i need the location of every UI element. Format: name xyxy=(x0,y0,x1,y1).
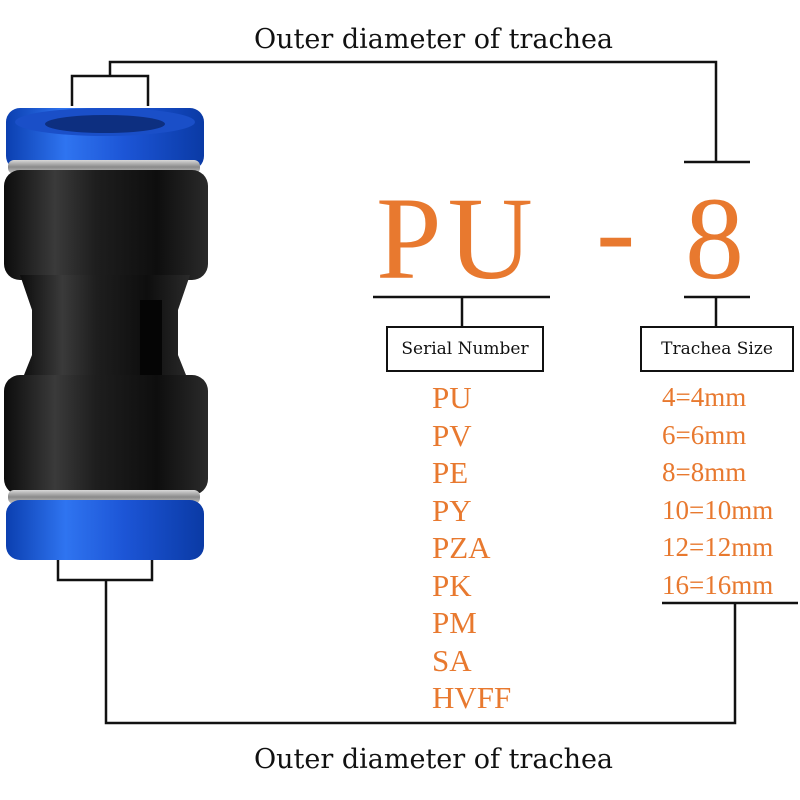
upper-body xyxy=(4,170,208,280)
model-series-code: PU xyxy=(376,173,539,304)
serial-number-item: PV xyxy=(432,417,472,453)
trachea-size-box-label: Trachea Size xyxy=(661,339,773,359)
trachea-size-item: 4=4mm xyxy=(662,382,747,412)
trachea-size-box: Trachea Size xyxy=(640,326,794,372)
serial-number-item: PU xyxy=(432,380,472,415)
model-dash: - xyxy=(596,165,636,296)
serial-number-box: Serial Number xyxy=(386,326,544,372)
serial-number-item: HVFF xyxy=(432,680,512,715)
bottom-collet xyxy=(6,500,204,560)
serial-number-item: PE xyxy=(432,455,469,490)
serial-number-item: PZA xyxy=(432,530,491,565)
model-size-code: 8 xyxy=(685,173,744,304)
bottom-leader-line xyxy=(104,580,737,725)
trachea-size-item: 8=8mm xyxy=(662,457,747,487)
bottom-dimension-label: Outer diameter of trachea xyxy=(254,744,614,775)
trachea-size-item: 12=12mm xyxy=(662,532,774,562)
top-leader-line xyxy=(108,60,718,162)
trachea-size-list: 4=4mm 6=6mm 8=8mm 10=10mm 12=12mm 16=16mm xyxy=(662,379,773,604)
serial-number-item: PY xyxy=(432,492,472,528)
trachea-size-item: 16=16mm xyxy=(662,569,774,600)
pneumatic-fitting-image xyxy=(4,108,208,560)
serial-number-item: PM xyxy=(432,605,477,640)
serial-number-item: SA xyxy=(432,642,472,678)
lower-body xyxy=(4,375,208,495)
serial-number-item: PK xyxy=(432,567,472,603)
serial-number-box-label: Serial Number xyxy=(401,339,529,359)
top-dimension-label: Outer diameter of trachea xyxy=(254,24,614,55)
trachea-size-item: 10=10mm xyxy=(662,494,774,525)
trachea-size-item: 6=6mm xyxy=(662,419,747,450)
